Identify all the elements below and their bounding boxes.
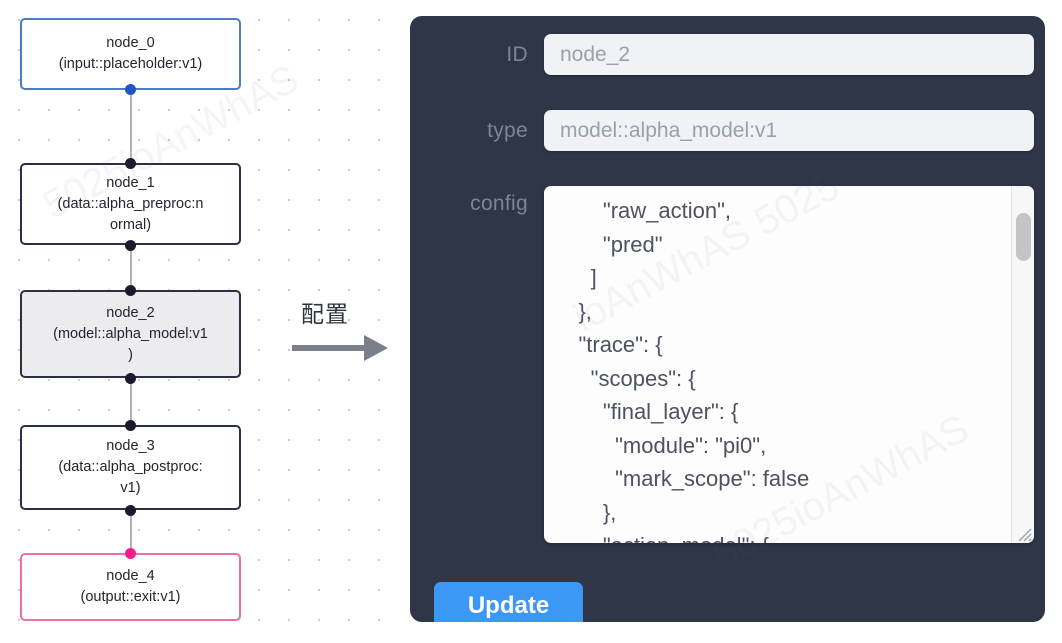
id-label: ID (506, 42, 528, 66)
resize-grip-icon[interactable] (1014, 524, 1032, 542)
node-subtitle: (data::alpha_postproc: (58, 459, 203, 475)
arrow-label: 配置 (301, 301, 349, 327)
graph-node-node_0[interactable]: node_0 (input::placeholder:v1) (20, 18, 241, 90)
node-subtitle-cont: v1) (120, 480, 141, 496)
node-title: node_2 (106, 304, 155, 321)
config-textarea[interactable]: "raw_action", "pred" ] }, "trace": { "sc… (578, 198, 810, 543)
edge-node1-node2 (130, 243, 132, 293)
port-node_2-in[interactable] (125, 285, 136, 296)
edge-node3-node4 (130, 508, 132, 556)
id-input[interactable]: node_2 (544, 34, 1034, 75)
port-node_3-in[interactable] (125, 420, 136, 431)
field-row-id: ID node_2 (434, 34, 1034, 75)
port-node_2-out[interactable] (125, 373, 136, 384)
node-title: node_0 (106, 35, 155, 51)
field-row-type: type model::alpha_model:v1 (434, 110, 1034, 151)
field-row-config: config "raw_action", "pred" ] }, "trace"… (434, 186, 1034, 543)
config-scrollbar[interactable] (1011, 186, 1034, 543)
node-subtitle: (output::exit:v1) (80, 589, 181, 605)
node-title: node_1 (106, 174, 155, 191)
node-config-panel: ID node_2 type model::alpha_model:v1 con… (410, 16, 1045, 622)
graph-node-node_3[interactable]: node_3 (data::alpha_postproc: v1) (20, 425, 241, 510)
node-title: node_3 (106, 438, 155, 454)
port-node_0-out[interactable] (125, 84, 136, 95)
node-subtitle: (data::alpha_preproc:n (57, 195, 204, 212)
config-label: config (470, 192, 528, 215)
port-node_3-out[interactable] (125, 505, 136, 516)
graph-node-node_1[interactable]: node_1 (data::alpha_preproc:n ormal) (20, 163, 241, 245)
node-subtitle: (model::alpha_model:v1 (53, 325, 208, 342)
type-label: type (487, 118, 528, 142)
edge-node0-node1 (130, 88, 132, 166)
graph-canvas[interactable]: node_0 (input::placeholder:v1) node_1 (d… (0, 0, 400, 643)
node-subtitle: (input::placeholder:v1) (58, 56, 203, 72)
transition-arrow-group: 配置 (290, 295, 395, 370)
port-node_1-out[interactable] (125, 240, 136, 251)
port-node_1-in[interactable] (125, 158, 136, 169)
right-arrow-icon (292, 335, 388, 361)
node-title: node_4 (106, 568, 155, 584)
node-subtitle-cont: ) (128, 346, 133, 363)
graph-node-node_2[interactable]: node_2 (model::alpha_model:v1 ) (20, 290, 241, 378)
port-node_4-in[interactable] (125, 548, 136, 559)
node-subtitle-cont: ormal) (109, 216, 152, 233)
update-button[interactable]: Update (434, 582, 583, 622)
graph-node-node_4[interactable]: node_4 (output::exit:v1) (20, 553, 241, 621)
type-input[interactable]: model::alpha_model:v1 (544, 110, 1034, 151)
edge-node2-node3 (130, 376, 132, 428)
config-scrollbar-thumb[interactable] (1016, 213, 1031, 261)
config-textarea-wrap[interactable]: "raw_action", "pred" ] }, "trace": { "sc… (544, 186, 1034, 543)
